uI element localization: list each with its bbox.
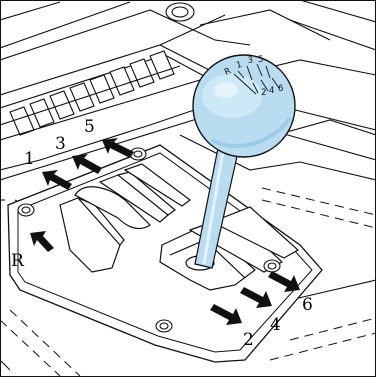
gear-label-3: 3 [55,134,66,154]
gear-label-2: 2 [243,330,254,350]
screw-icon [264,260,280,272]
screw-icon [156,320,172,332]
knob-label-2: 2 [261,88,266,98]
gear-label-4: 4 [270,315,281,335]
gear-label-6: 6 [302,295,313,315]
gear-label-r: R [11,251,25,271]
knob-label-5: 5 [258,55,263,65]
screw-icon [18,204,34,216]
knob-label-6: 6 [278,84,283,94]
gear-knob [193,55,295,157]
knob-label-4: 4 [269,86,274,96]
gear-label-1: 1 [24,149,35,169]
gear-label-5: 5 [84,117,95,137]
